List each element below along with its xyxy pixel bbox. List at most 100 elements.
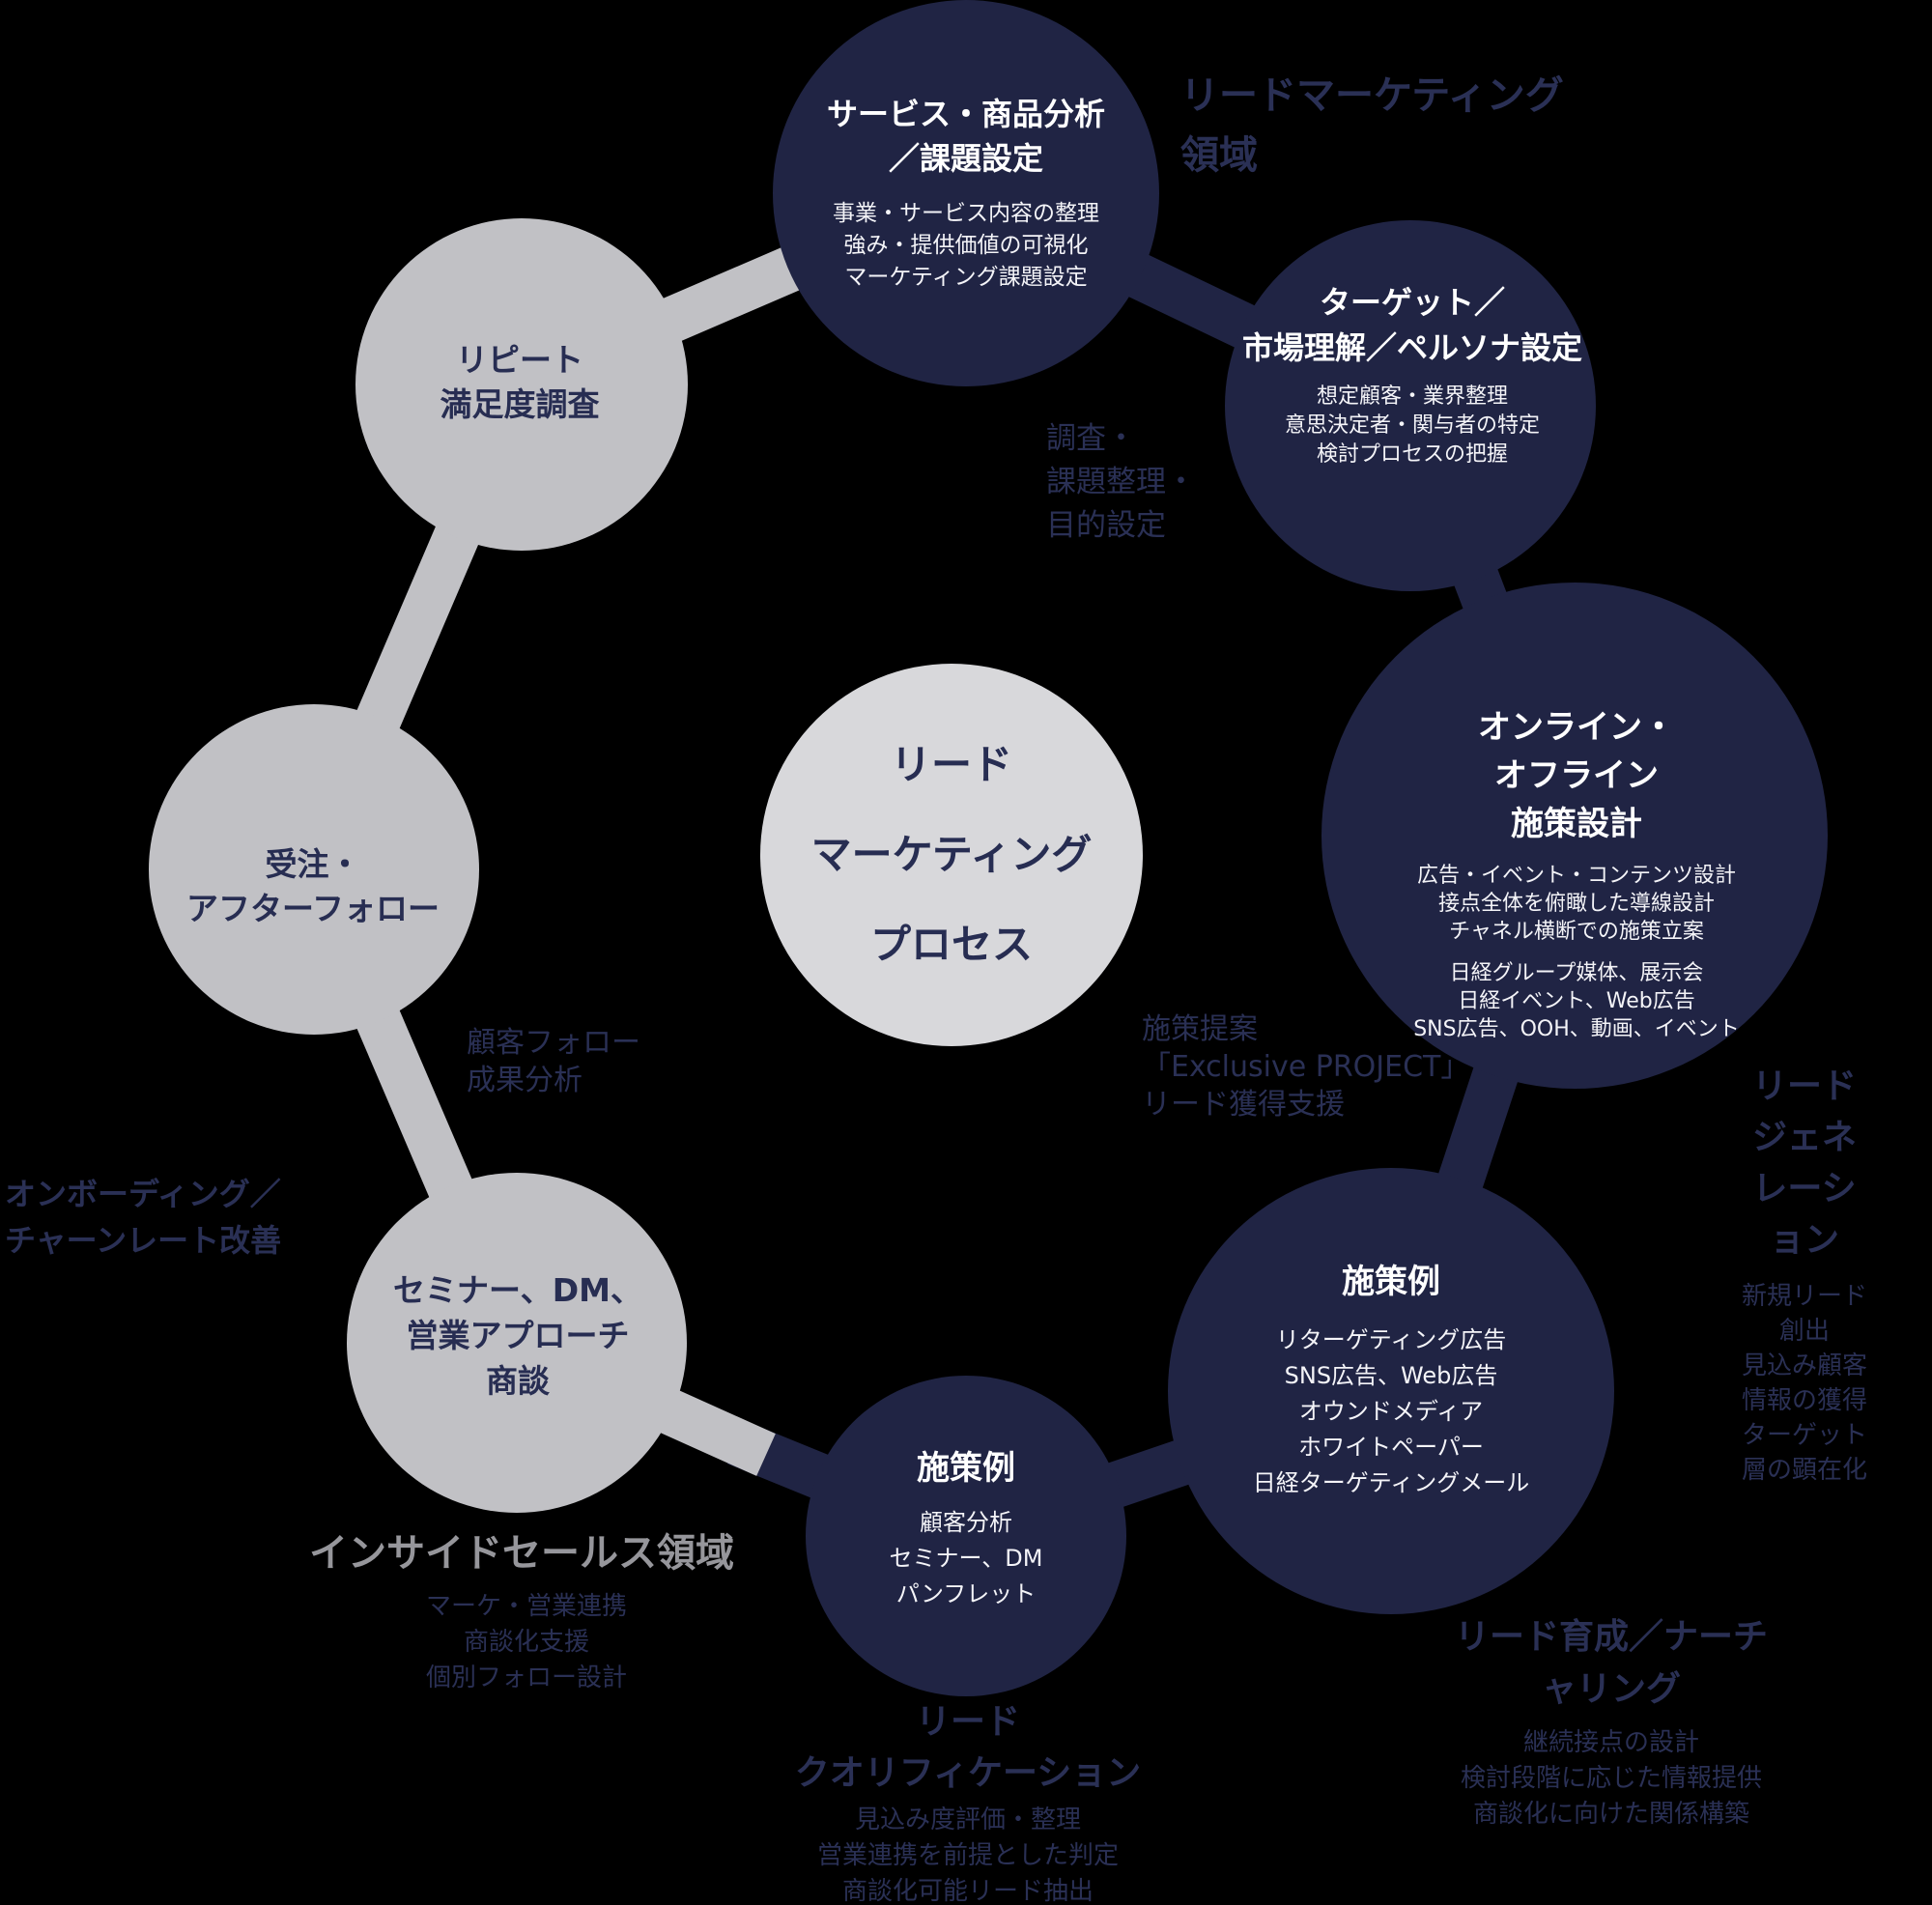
text-line: 想定顧客・業界整理 [1316,384,1509,409]
text-line: セミナー、DM、 [393,1271,642,1309]
text-line: ジェネレーション [1751,1118,1857,1260]
text-line: クオリフィケーション [794,1753,1142,1793]
text-line: リピート [456,341,583,379]
text-line: ／課題設定 [888,140,1044,177]
circle-title: 施策例 [1253,1261,1530,1303]
text-line: アフターフォロー [185,890,440,927]
text-line: 商談 [486,1362,550,1400]
label-proposal: 施策提案 「Exclusive PROJECT」 リード獲得支援 [1142,1010,1469,1123]
text-line: 日経ターゲティングメール [1252,1469,1530,1496]
order-circle-text: 受注・ アフターフォロー [186,842,440,931]
text-line: 商談化に向けた関係構築 [1472,1800,1749,1829]
online-circle [1321,583,1828,1089]
text-line: プロセス [869,921,1034,968]
text-line: 検討プロセスの把握 [1316,442,1509,467]
text-line: ターゲット／ [1319,284,1506,321]
text-line: ホワイトペーパー [1298,1434,1484,1461]
text-line: 日経イベント、Web広告 [1458,989,1695,1013]
text-line: 日経グループ媒体、展示会 [1449,961,1704,985]
text-line: 市場理解／ペルソナ設定 [1241,329,1583,366]
label-inside-sales-body: マーケ・営業連携 商談化支援 個別フォロー設計 [426,1589,627,1696]
text-line: 個別フォロー設計 [425,1663,628,1692]
text-line: 商談化支援 [463,1628,590,1657]
target-circle [1225,220,1596,591]
tactics-bottom-circle-text: 施策例 顧客分析 セミナー、DM パンフレット [890,1447,1043,1612]
label-lead-generation: リード ジェネレーション 新規リード創出 見込み顧客情報の獲得 ターゲット層の顕… [1741,1061,1868,1488]
label-inside-sales-title: インサイドセールス領域 [309,1531,734,1576]
text-line: オンライン・ [1477,708,1675,747]
circle-body: 想定顧客・業界整理 意思決定者・関与者の特定 検討プロセスの把握 [1242,383,1582,469]
text-line: SNS広告、Web広告 [1284,1362,1498,1389]
text-line: 接点全体を俯瞰した導線設計 [1437,892,1716,916]
label-body: 継続接点の設計 検討段階に応じた情報提供 商談化に向けた関係構築 [1451,1725,1772,1833]
analysis-circle-text: サービス・商品分析 ／課題設定 事業・サービス内容の整理 強み・提供価値の可視化… [827,92,1105,294]
text-line: 事業・サービス内容の整理 [832,201,1099,226]
text-line: 成果分析 [467,1064,582,1097]
text-line: 営業アプローチ [406,1317,630,1354]
repeat-circle-text: リピート 満足度調査 [440,338,600,427]
text-line: 顧客フォロー [467,1026,640,1060]
circle-body: 事業・サービス内容の整理 強み・提供価値の可視化 マーケティング課題設定 [827,198,1105,294]
text-line: マーケティング [810,831,1093,878]
text-line: 検討段階に応じた情報提供 [1460,1764,1762,1793]
label-nurturing: リード育成／ナーチャリング 継続接点の設計 検討段階に応じた情報提供 商談化に向… [1451,1611,1772,1833]
text-line: 継続接点の設計 [1522,1728,1699,1757]
text-line: SNS広告、OOH、動画、イベント [1413,1017,1740,1041]
seminar-circle [347,1173,687,1513]
text-line: チャネル横断での施策立案 [1449,920,1704,944]
text-line: 見込み顧客情報の獲得 [1741,1351,1867,1415]
text-line: 施策例 [916,1449,1015,1488]
label-qualification: リード クオリフィケーション 見込み度評価・整理 営業連携を前提とした判定 商談… [795,1696,1142,1905]
text-line: 目的設定 [1046,508,1166,543]
text-line: 新規リード創出 [1741,1282,1867,1346]
text-line: マーケ・営業連携 [425,1592,628,1621]
text-line: リード [1751,1066,1857,1106]
circle-title: 施策例 [890,1447,1043,1490]
tactics-right-circle [1168,1168,1614,1614]
label-body: 見込み度評価・整理 営業連携を前提とした判定 商談化可能リード抽出 [795,1803,1142,1905]
text-line: 調査・ [1046,421,1136,456]
label-title: リード ジェネレーション [1741,1061,1868,1265]
text-line: サービス・商品分析 [826,96,1106,132]
text-line: 受注・ [265,845,361,883]
circle-body: 広告・イベント・コンテンツ設計 接点全体を俯瞰した導線設計 チャネル横断での施策… [1413,862,1740,946]
text-line: 見込み度評価・整理 [854,1805,1081,1834]
label-onboarding: オンボーディング／ チャーンレート改善 [5,1171,281,1264]
text-line: オウンドメディア [1298,1398,1484,1425]
tactics-bottom-circle [806,1376,1126,1696]
text-line: 顧客分析 [919,1509,1012,1536]
circle-body: 顧客分析 セミナー、DM パンフレット [890,1505,1043,1612]
text-line: 課題整理・ [1046,465,1196,499]
text-line: 領域 [1180,133,1258,178]
online-circle-text: オンライン・ オフライン 施策設計 広告・イベント・コンテンツ設計 接点全体を俯… [1413,703,1740,1043]
text-line: 広告・イベント・コンテンツ設計 [1416,864,1737,888]
text-line: 営業連携を前提とした判定 [816,1841,1119,1870]
text-line: 商談化可能リード抽出 [841,1877,1094,1905]
circle-title: サービス・商品分析 ／課題設定 [827,92,1105,181]
text-line: マーケティング課題設定 [844,265,1088,290]
repeat-circle [355,218,688,551]
text-line: 施策設計 [1510,805,1642,843]
label-customer-follow: 顧客フォロー 成果分析 [467,1024,640,1099]
circle-body: リターゲティング広告 SNS広告、Web広告 オウンドメディア ホワイトペーパー… [1253,1322,1530,1501]
text-line: オンボーディング／ [5,1176,281,1212]
text-line: 満足度調査 [440,385,600,423]
text-line: リード [890,741,1013,788]
text-line: リード [915,1702,1020,1742]
target-circle-text: ターゲット／ 市場理解／ペルソナ設定 想定顧客・業界整理 意思決定者・関与者の特… [1242,280,1582,469]
text-line: 強み・提供価値の可視化 [843,233,1089,258]
analysis-circle [773,0,1159,386]
text-line: 施策例 [1342,1263,1440,1301]
label-title: リード クオリフィケーション [795,1696,1142,1799]
circle-title: オンライン・ オフライン 施策設計 [1413,703,1740,848]
circle-body-examples: 日経グループ媒体、展示会 日経イベント、Web広告 SNS広告、OOH、動画、イ… [1413,959,1740,1043]
center-circle-text: リード マーケティング プロセス [811,720,1093,989]
seminar-circle-text: セミナー、DM、 営業アプローチ 商談 [393,1267,642,1404]
center-circle [760,664,1143,1046]
text-line: リード獲得支援 [1142,1088,1345,1122]
text-line: パンフレット [895,1580,1037,1607]
text-line: リードマーケティング [1180,73,1564,118]
text-line: ターゲット層の顕在化 [1741,1421,1867,1485]
